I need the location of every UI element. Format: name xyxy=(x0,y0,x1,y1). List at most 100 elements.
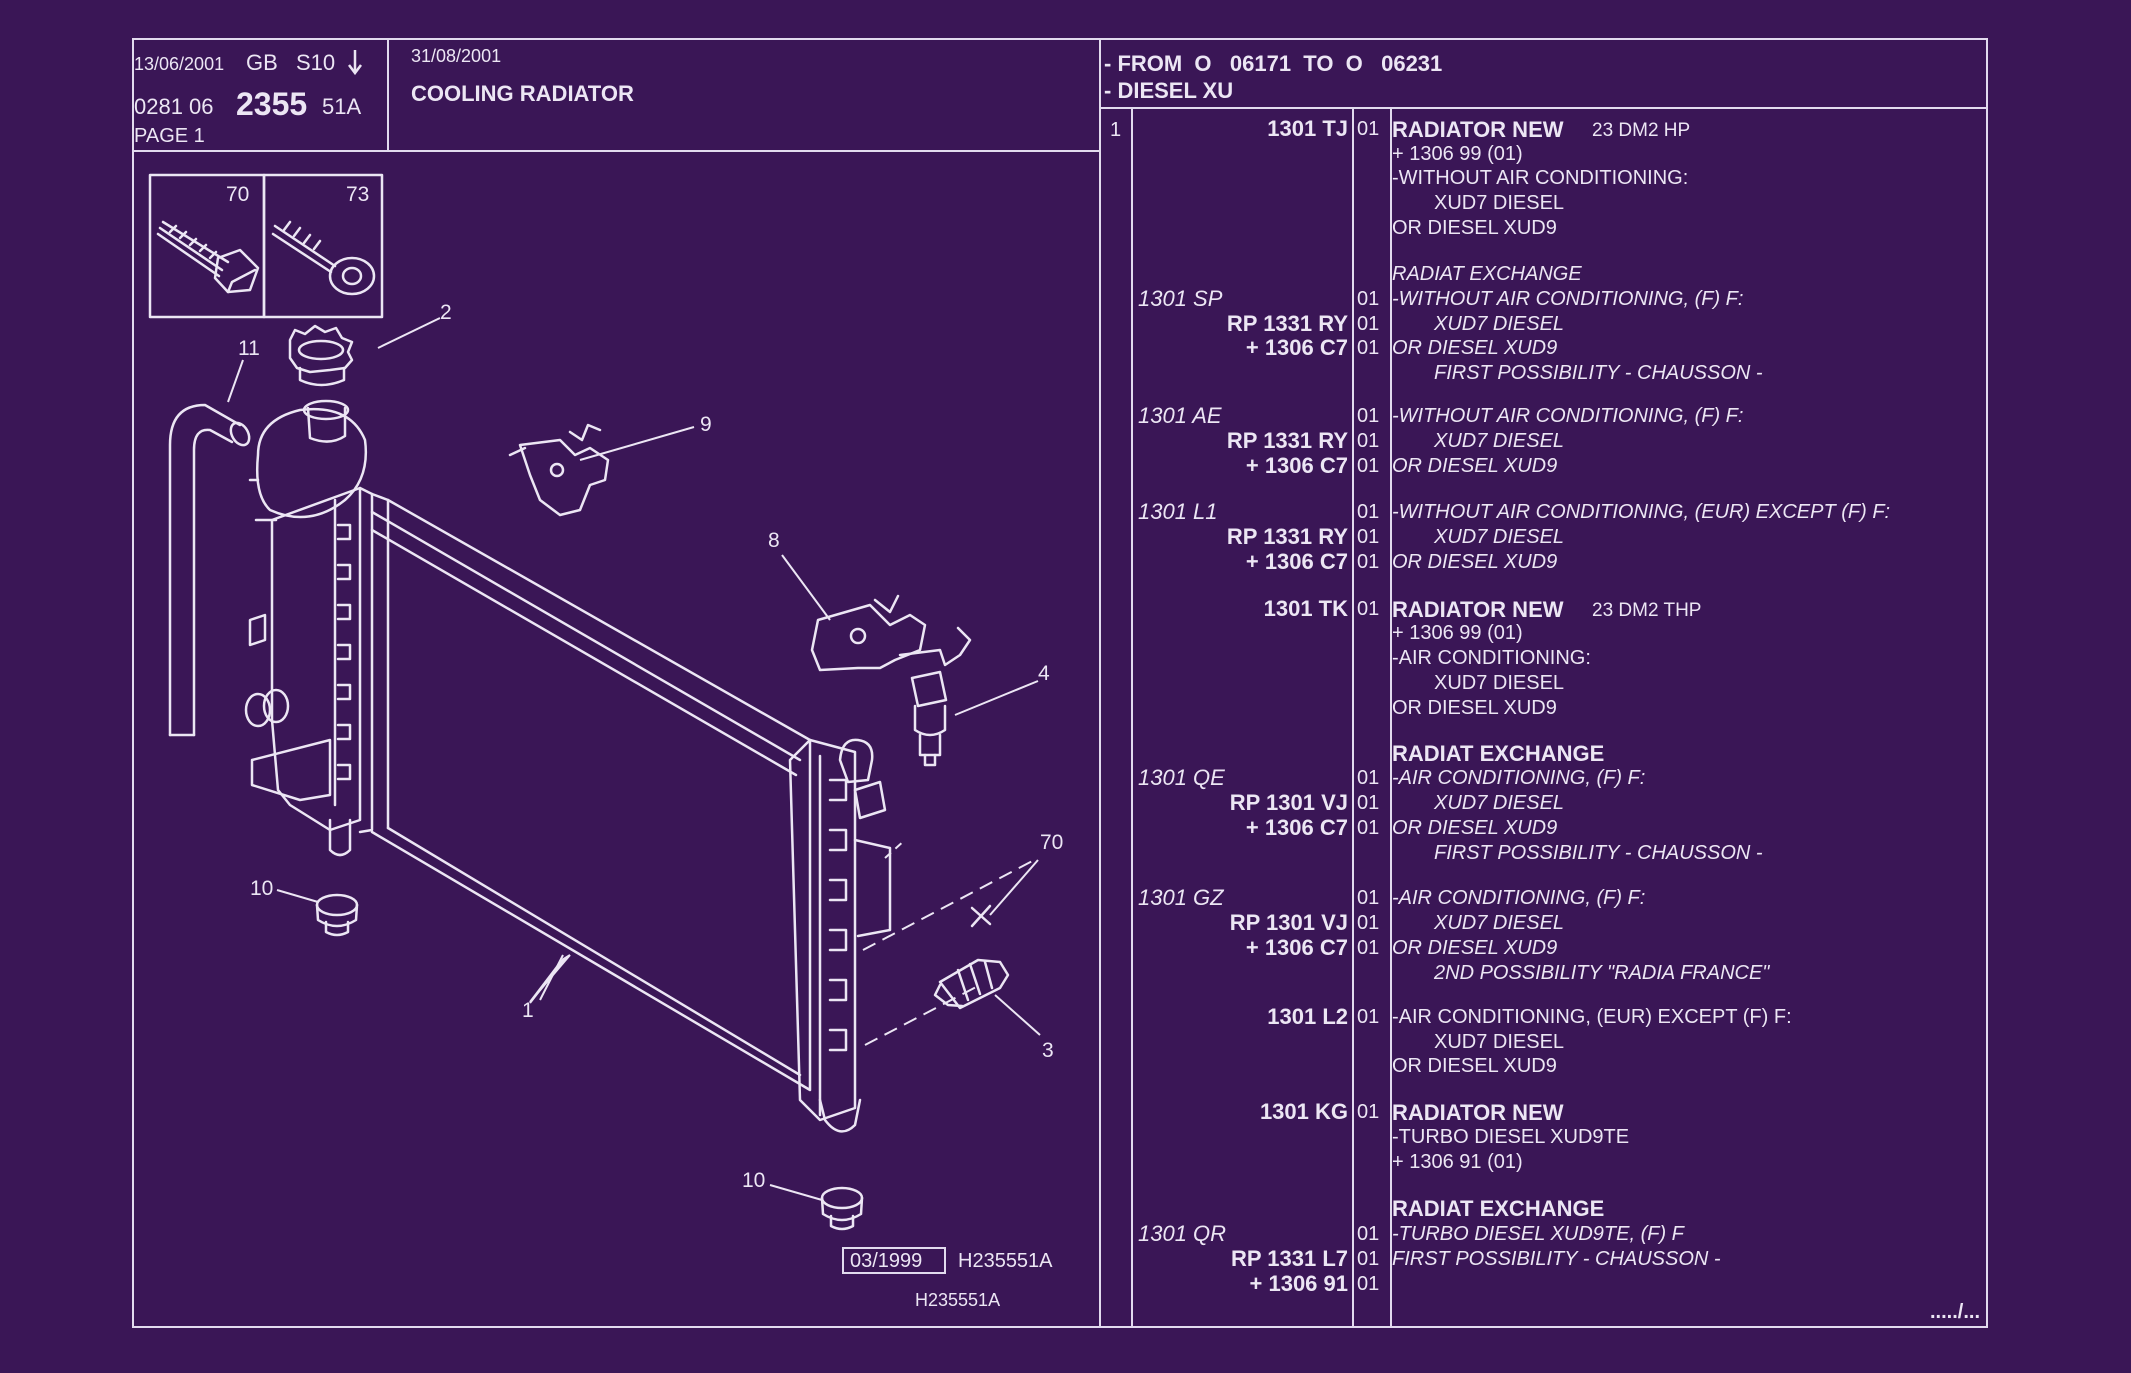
part-code: 1301 QR xyxy=(1138,1221,1227,1246)
part-quantity: 01 xyxy=(1357,405,1380,427)
serial-range: - FROM O 06171 TO O 06231 xyxy=(1104,51,1443,76)
part-description: + 1306 99 (01) xyxy=(1392,622,1523,644)
part-quantity: 01 xyxy=(1357,1248,1380,1270)
screw-73-box xyxy=(262,173,384,319)
part-description: RADIAT EXCHANGE xyxy=(1392,263,1582,285)
page-title: COOLING RADIATOR xyxy=(411,81,634,106)
col-line-qty-left xyxy=(1352,107,1354,1328)
part-description: -AIR CONDITIONING: xyxy=(1392,647,1591,669)
part-description: OR DIESEL XUD9 xyxy=(1392,455,1558,477)
issue-date: 13/06/2001 xyxy=(134,54,225,74)
stamp-underline xyxy=(842,1272,946,1274)
part-description: -AIR CONDITIONING, (EUR) EXCEPT (F) F: xyxy=(1392,1006,1792,1028)
callout-9: 9 xyxy=(700,413,712,436)
part-description: OR DIESEL XUD9 xyxy=(1392,551,1558,573)
part-description: -WITHOUT AIR CONDITIONING, (EUR) EXCEPT … xyxy=(1392,501,1891,523)
part-description: -WITHOUT AIR CONDITIONING, (F) F: xyxy=(1392,405,1744,427)
doc-prefix: 0281 06 xyxy=(134,94,214,119)
main-divider xyxy=(1099,38,1101,1328)
part-quantity: 01 xyxy=(1357,118,1380,140)
part-quantity: 01 xyxy=(1357,887,1380,909)
stamp-box xyxy=(842,1247,946,1273)
part-code: 1301 AE xyxy=(1138,403,1222,428)
part-description: -AIR CONDITIONING, (F) F: xyxy=(1392,767,1646,789)
part-code: 1301 GZ xyxy=(1138,885,1224,910)
part-code: 1301 L1 xyxy=(1138,499,1218,524)
part-code: + 1306 91 xyxy=(1249,1271,1348,1296)
part-description: RADIATOR NEW xyxy=(1392,1100,1564,1125)
callout-70-box: 70 xyxy=(226,183,250,206)
part-description: FIRST POSSIBILITY - CHAUSSON - xyxy=(1434,842,1763,864)
part-code: RP 1301 VJ xyxy=(1229,790,1348,815)
part-code: + 1306 C7 xyxy=(1245,453,1348,478)
callout-10-lower: 10 xyxy=(742,1169,766,1192)
screw-70-icon xyxy=(156,220,260,294)
part-description: FIRST POSSIBILITY - CHAUSSON - xyxy=(1392,1248,1721,1270)
part-quantity: 01 xyxy=(1357,430,1380,452)
part-code: 1301 QE xyxy=(1138,765,1225,790)
part-code: + 1306 C7 xyxy=(1245,815,1348,840)
screw-position-marker xyxy=(970,904,992,928)
callout-8: 8 xyxy=(768,529,780,552)
callout-1: 1 xyxy=(522,999,534,1022)
part-spec: 23 DM2 HP xyxy=(1592,120,1691,141)
sensor-3-icon xyxy=(933,958,1010,1010)
part-description: XUD7 DIESEL xyxy=(1434,912,1565,934)
part-code: 1301 SP xyxy=(1138,286,1223,311)
part-description: RADIATOR NEW xyxy=(1392,117,1564,142)
item-number: 1 xyxy=(1110,119,1122,141)
series-code: S10 xyxy=(296,50,336,75)
header-divider-left xyxy=(132,150,1101,152)
callout-4: 4 xyxy=(1038,662,1050,685)
radiator-left-tank xyxy=(244,486,374,857)
hose-icon xyxy=(168,403,251,737)
part-code: + 1306 C7 xyxy=(1245,549,1348,574)
engine-range: - DIESEL XU xyxy=(1104,78,1234,103)
plug-10-lower-icon xyxy=(820,1186,864,1231)
bracket-8-icon xyxy=(810,594,972,672)
header-divider-vertical xyxy=(387,38,389,152)
part-description: RADIATOR NEW xyxy=(1392,597,1564,622)
callout-70: 70 xyxy=(1040,831,1064,854)
col-line-item xyxy=(1131,107,1133,1328)
part-quantity: 01 xyxy=(1357,551,1380,573)
part-description: OR DIESEL XUD9 xyxy=(1392,217,1557,239)
part-code: 1301 KG xyxy=(1259,1099,1348,1124)
part-description: OR DIESEL XUD9 xyxy=(1392,337,1558,359)
language-code: GB xyxy=(246,50,278,75)
part-description: + 1306 99 (01) xyxy=(1392,143,1523,165)
arrow-down-icon xyxy=(348,50,362,76)
stamp-date: 03/1999 xyxy=(850,1250,923,1272)
screw-73-icon xyxy=(271,220,376,296)
doc-suffix: 51A xyxy=(322,94,362,119)
radiator-right-tank xyxy=(788,738,892,1133)
part-code: RP 1331 RY xyxy=(1226,524,1348,549)
part-description: + 1306 91 (01) xyxy=(1392,1151,1523,1173)
part-quantity: 01 xyxy=(1357,526,1380,548)
part-code: 1301 TK xyxy=(1263,596,1348,621)
parts-sheet xyxy=(132,38,1988,1328)
part-description: XUD7 DIESEL xyxy=(1434,792,1565,814)
part-code: RP 1331 RY xyxy=(1226,311,1348,336)
callout-10-upper: 10 xyxy=(250,877,274,900)
expansion-tank xyxy=(248,399,367,522)
part-code: 1301 L2 xyxy=(1267,1004,1348,1029)
part-description: XUD7 DIESEL xyxy=(1434,313,1565,335)
part-description: -TURBO DIESEL XUD9TE, (F) F xyxy=(1392,1223,1684,1245)
part-quantity: 01 xyxy=(1357,1101,1380,1123)
part-description: -WITHOUT AIR CONDITIONING, (F) F: xyxy=(1392,288,1744,310)
part-description: -TURBO DIESEL XUD9TE xyxy=(1392,1126,1630,1148)
revision-date: 31/08/2001 xyxy=(411,46,502,66)
part-description: XUD7 DIESEL xyxy=(1434,192,1565,214)
part-description: XUD7 DIESEL xyxy=(1434,526,1565,548)
callout-2: 2 xyxy=(440,301,452,324)
part-description: 2ND POSSIBILITY "RADIA FRANCE" xyxy=(1434,962,1770,984)
part-quantity: 01 xyxy=(1357,937,1380,959)
part-quantity: 01 xyxy=(1357,792,1380,814)
part-quantity: 01 xyxy=(1357,313,1380,335)
doc-number: 2355 xyxy=(236,86,308,122)
part-quantity: 01 xyxy=(1357,337,1380,359)
header-divider-right xyxy=(1099,107,1988,109)
radiator-core xyxy=(370,492,812,1092)
part-quantity: 01 xyxy=(1357,1006,1380,1028)
